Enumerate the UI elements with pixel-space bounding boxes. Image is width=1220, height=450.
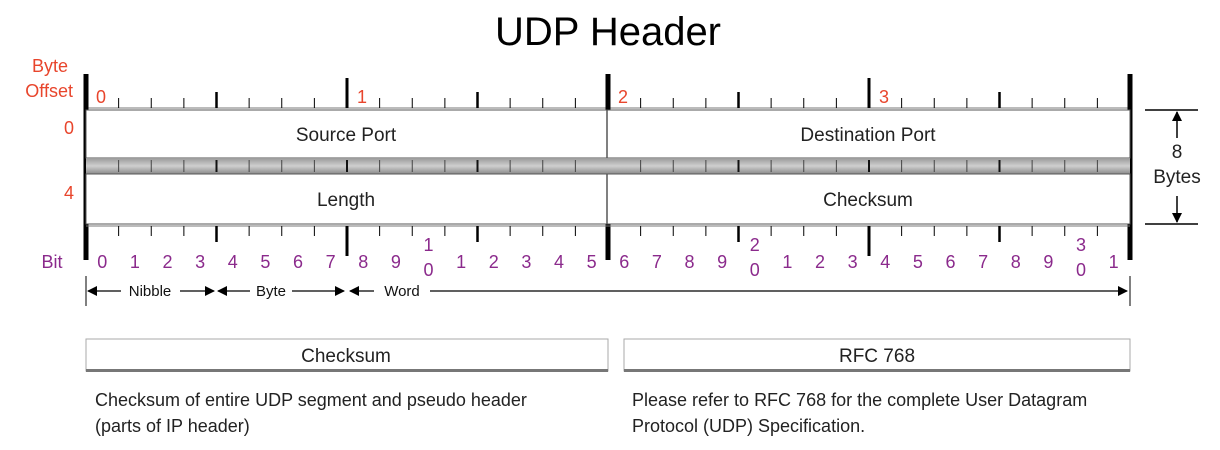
- bit-number-31: 1: [1109, 252, 1119, 272]
- byte-offset-label-line1: Byte: [32, 56, 68, 76]
- byte-marker-0: 0: [96, 87, 106, 107]
- bit-number-25: 5: [913, 252, 923, 272]
- bit-number-19: 9: [717, 252, 727, 272]
- legend-heading-rfc: RFC 768: [839, 346, 915, 367]
- legend-box-checksum: [85, 338, 609, 372]
- legend-description-rfc: Please refer to RFC 768 for the complete…: [632, 390, 1088, 436]
- nibble-label: Nibble: [129, 283, 172, 300]
- bit-number-12: 2: [489, 252, 499, 272]
- bit-number-10-ones: 0: [424, 260, 434, 280]
- row-separator-ticks: [118, 160, 1098, 172]
- bit-number-10-tens: 1: [424, 235, 434, 255]
- row-offset-0: 0: [64, 118, 74, 138]
- legend-box-checksum-shadow: [86, 369, 608, 372]
- bit-number-6: 6: [293, 252, 303, 272]
- bit-number-3: 3: [195, 252, 205, 272]
- bit-number-17: 7: [652, 252, 662, 272]
- legend-description-checksum: Checksum of entire UDP segment and pseud…: [95, 390, 527, 436]
- bit-number-20-ones: 0: [750, 260, 760, 280]
- legend-box-rfc-shadow: [624, 369, 1130, 372]
- bit-number-16: 6: [619, 252, 629, 272]
- bit-label: Bit: [41, 252, 62, 272]
- bit-number-21: 1: [782, 252, 792, 272]
- field-length: Length: [317, 190, 375, 211]
- bit-number-11: 1: [456, 252, 466, 272]
- bit-number-7: 7: [326, 252, 336, 272]
- bit-number-8: 8: [358, 252, 368, 272]
- field-source-port: Source Port: [296, 125, 397, 146]
- bit-number-23: 3: [848, 252, 858, 272]
- bit-number-4: 4: [228, 252, 238, 272]
- byte-label: Byte: [256, 283, 286, 300]
- bit-number-20-tens: 2: [750, 235, 760, 255]
- diagram-title: UDP Header: [495, 10, 721, 54]
- byte-marker-3: 3: [879, 87, 889, 107]
- bit-number-13: 3: [521, 252, 531, 272]
- bit-number-1: 1: [130, 252, 140, 272]
- bit-number-30-ones: 0: [1076, 260, 1086, 280]
- byte-marker-1: 1: [357, 87, 367, 107]
- bit-number-14: 4: [554, 252, 564, 272]
- bit-number-15: 5: [587, 252, 597, 272]
- bottom-ruler: [86, 225, 1130, 256]
- header-row-1: [85, 173, 1131, 225]
- bit-number-27: 7: [978, 252, 988, 272]
- field-checksum: Checksum: [823, 190, 913, 211]
- legend-heading-checksum: Checksum: [301, 346, 391, 367]
- bit-number-9: 9: [391, 252, 401, 272]
- bit-number-29: 9: [1043, 252, 1053, 272]
- bit-number-24: 4: [880, 252, 890, 272]
- bit-number-2: 2: [163, 252, 173, 272]
- bit-number-0: 0: [97, 252, 107, 272]
- size-label-number: 8: [1172, 142, 1183, 163]
- header-row-0: [85, 109, 1131, 159]
- field-destination-port: Destination Port: [800, 125, 936, 146]
- byte-marker-2: 2: [618, 87, 628, 107]
- bit-number-5: 5: [260, 252, 270, 272]
- bit-number-26: 6: [946, 252, 956, 272]
- word-label: Word: [384, 283, 420, 300]
- bit-number-22: 2: [815, 252, 825, 272]
- row-separator-band: [86, 158, 1130, 174]
- row-offset-4: 4: [64, 183, 74, 203]
- bit-number-28: 8: [1011, 252, 1021, 272]
- bit-number-18: 8: [685, 252, 695, 272]
- legend-box-rfc: [623, 338, 1131, 372]
- bit-number-30-tens: 3: [1076, 235, 1086, 255]
- byte-offset-label-line2: Offset: [25, 81, 73, 101]
- size-label-unit: Bytes: [1153, 167, 1201, 188]
